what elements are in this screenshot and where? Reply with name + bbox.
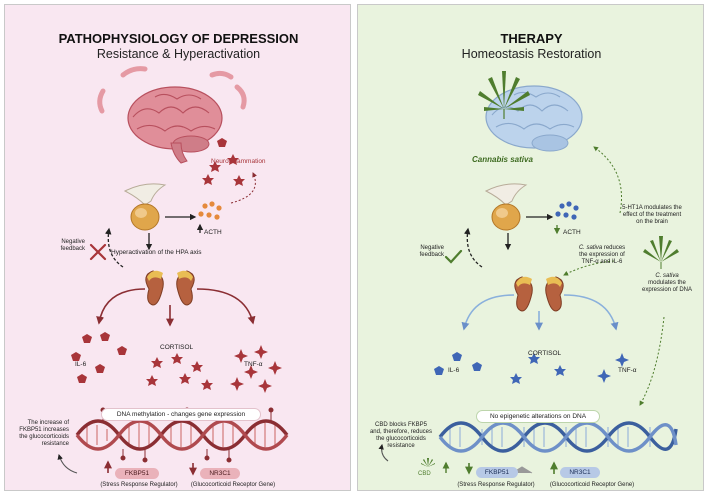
cannabis-leaf-icon <box>478 71 530 119</box>
right-nr3c1-caption: (Glucocorticoid Receptor Gene) <box>549 482 635 488</box>
tnf-molecules <box>597 353 629 383</box>
pituitary-gland-icon <box>123 183 167 231</box>
right-il6-label: IL-6 <box>448 367 460 374</box>
acth-molecules <box>198 201 222 220</box>
left-nr3c1-caption: (Glucocorticoid Receptor Gene) <box>190 482 276 488</box>
cbd-note-arrow <box>378 443 389 462</box>
inflamed-brain-icon <box>127 86 223 164</box>
adrenal-gland-icon <box>145 270 195 306</box>
neuroinflammation-arrow <box>230 172 257 204</box>
right-fkbp51-pill: FKBP51 <box>476 467 518 478</box>
dna-helix-icon <box>75 407 289 463</box>
il6-molecules <box>434 352 482 375</box>
cortisol-molecules <box>146 353 213 390</box>
right-acth-label: ACTH <box>563 229 581 236</box>
cross-mark-icon <box>89 243 107 261</box>
cytokine-markers-brain <box>202 138 245 186</box>
left-fkbp51-pill: FKBP51 <box>115 468 159 479</box>
left-dna-banner: DNA methylation - changes gene expressio… <box>101 408 261 421</box>
hpa-axis-label: Hyperactivation of the HPA axis <box>111 249 202 256</box>
sativa-reduces-text: reduces the expression of TNF-α and IL-6 <box>579 245 626 265</box>
tnf-arrow <box>563 294 619 331</box>
neuroinflammation-label: Neuroinflammation <box>211 158 266 165</box>
left-title: PATHOPHYSIOLOGY OF DEPRESSION <box>58 31 299 46</box>
right-dna-banner: No epigenetic alterations on DNA <box>476 410 600 423</box>
sativa-dna-name: C. sativa <box>655 273 679 279</box>
pathophysiology-panel: PATHOPHYSIOLOGY OF DEPRESSION Resistance… <box>4 4 351 491</box>
il6-molecules <box>71 332 127 383</box>
sativa-reduces-arrow <box>563 260 615 276</box>
left-negative-feedback-label: Negative feedback <box>60 239 85 252</box>
left-tnf-label: TNF-α <box>244 361 263 368</box>
il6-arrow <box>96 288 146 325</box>
fkbp5-note-arrow <box>57 453 78 474</box>
negative-feedback-arrow <box>463 227 483 268</box>
left-il6-label: IL-6 <box>75 361 87 368</box>
cbd-leaf-icon <box>421 458 435 467</box>
ht1a-note: 5-HT1A modulates the effect of the treat… <box>622 205 682 225</box>
therapy-panel: THERAPY Homeostasis Restoration Cannabis… <box>357 4 704 491</box>
right-tnf-label: TNF-α <box>618 367 637 374</box>
pituitary-gland-icon <box>484 183 528 231</box>
inflammation-arcs <box>97 66 247 114</box>
right-title: THERAPY <box>500 31 563 46</box>
sativa-reduces-note: C. sativa reduces the expression of TNF-… <box>570 245 634 266</box>
acth-molecules <box>555 201 579 220</box>
ht1a-arrow <box>593 146 622 214</box>
negative-feedback-arrow <box>104 227 124 268</box>
sativa-dna-text: modulates the expression of DNA <box>641 280 693 293</box>
right-fkbp51-caption: (Stress Response Regulator) <box>457 482 535 488</box>
pathophysiology-artwork <box>57 66 289 476</box>
therapy-artwork <box>378 71 679 475</box>
right-cortisol-label: CORTISOL <box>528 350 562 357</box>
right-negative-feedback-label: Negative feedback <box>419 245 444 258</box>
left-fkbp51-caption: (Stress Response Regulator) <box>100 482 178 488</box>
acth-label: ACTH <box>204 229 222 236</box>
left-nr3c1-pill: NR3C1 <box>200 468 240 479</box>
check-mark-icon <box>444 249 463 264</box>
right-subtitle: Homeostasis Restoration <box>461 47 602 61</box>
sativa-dna-arrow <box>639 316 665 406</box>
sativa-reduces-name: C. sativa <box>578 245 603 251</box>
left-cortisol-label: CORTISOL <box>160 344 194 351</box>
tnf-molecules <box>230 345 282 393</box>
dna-helix-icon <box>438 421 678 453</box>
fkbp5-increase-note: The increase of FKBP51 increases the glu… <box>19 420 69 447</box>
cortisol-molecules <box>510 353 566 384</box>
right-nr3c1-pill: NR3C1 <box>560 467 600 478</box>
tnf-arrow <box>196 288 256 325</box>
adrenal-gland-icon <box>514 276 564 312</box>
healthy-brain-icon <box>485 85 583 152</box>
cbd-label: CBD <box>418 471 431 477</box>
cannabis-label: Cannabis sativa <box>472 155 533 164</box>
cbd-note: CBD blocks FKBP5 and, therefore, reduces… <box>369 422 433 449</box>
left-subtitle: Resistance & Hyperactivation <box>96 47 261 61</box>
il6-arrow <box>461 294 515 331</box>
cannabis-leaf-icon-small <box>643 236 679 269</box>
